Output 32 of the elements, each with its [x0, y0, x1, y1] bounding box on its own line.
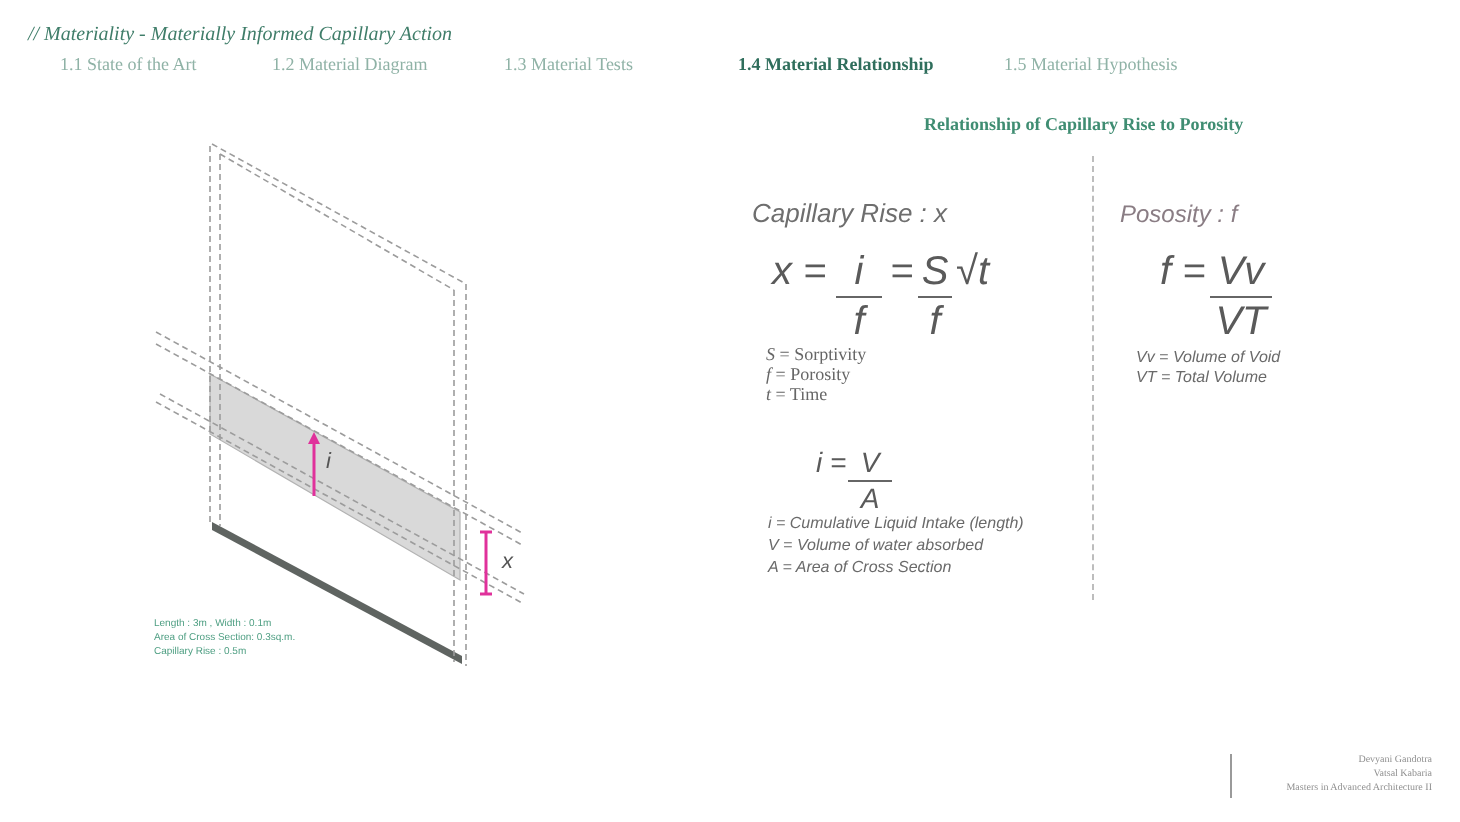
formula-term: = — [890, 250, 914, 296]
formula-term: f — [851, 300, 870, 346]
page-heading: // Materiality - Materially Informed Capillary Action — [28, 24, 453, 48]
formula-term: √t — [956, 250, 990, 296]
definition-text: V = Volume of water absorbed — [768, 536, 984, 556]
nav-label: 1.3 Material Tests — [504, 54, 633, 76]
formula-heading: Pososity : f — [1120, 200, 1238, 230]
variable-label: x — [502, 550, 513, 576]
formula-term: S — [918, 250, 952, 298]
formula-heading: Capillary Rise : x — [752, 198, 948, 230]
section-title: Relationship of Capillary Rise to Porosity — [924, 114, 1244, 136]
formula-term: f — [927, 300, 946, 346]
formula-term: A — [857, 482, 882, 514]
formula-term: V — [848, 446, 892, 482]
nav-label: 1.1 State of the Art — [60, 54, 197, 76]
formula-term: f = — [1160, 250, 1206, 296]
definition-text: f = Porosity — [766, 364, 851, 384]
nav-label: 1.5 Material Hypothesis — [1004, 54, 1178, 76]
variable-label: i — [326, 450, 331, 476]
formula-term: i = — [816, 446, 847, 480]
definition-text: i = Cumulative Liquid Intake (length) — [768, 514, 1024, 534]
formula-term: VT — [1213, 300, 1271, 346]
formula-term: Vv — [1210, 250, 1272, 298]
formula-term: x = — [772, 250, 827, 296]
formula-term: i — [836, 250, 882, 298]
definition-text: VT = Total Volume — [1136, 368, 1267, 388]
nav-label: 1.4 Material Relationship — [738, 54, 934, 76]
definition-text: A = Area of Cross Section — [768, 558, 952, 578]
definition-text: S = Sorptivity — [766, 344, 867, 364]
nav-label: 1.2 Material Diagram — [272, 54, 428, 76]
definition-text: Vv = Volume of Void — [1136, 348, 1281, 368]
definition-text: t = Time — [766, 384, 828, 404]
